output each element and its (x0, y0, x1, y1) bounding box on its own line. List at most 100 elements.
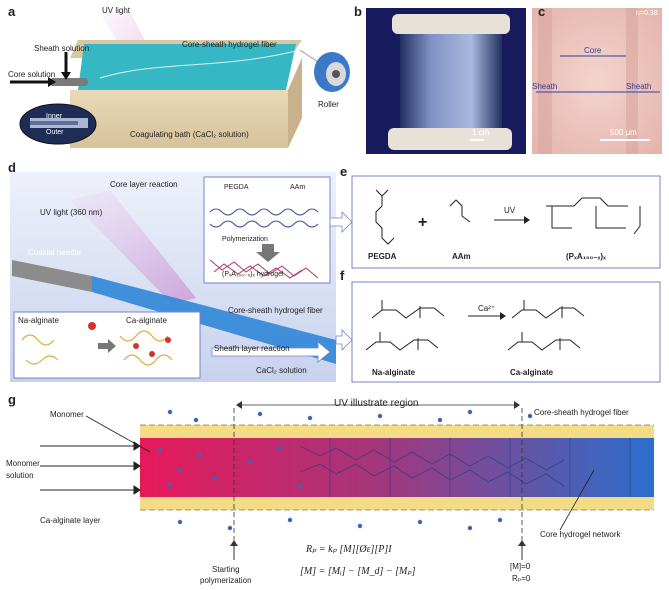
uv-reaction-arrowhead (524, 216, 530, 224)
arrow-d-to-e (329, 211, 353, 233)
outer-label: Outer (46, 129, 64, 136)
monomer-leader (85, 415, 151, 453)
inner-label: Inner (46, 113, 62, 120)
panel-letter-d: d (8, 160, 16, 175)
monomer-dot (157, 447, 163, 453)
aam-label-e: AAm (452, 252, 471, 261)
bath-water (78, 44, 296, 90)
monomer-dot (467, 409, 473, 415)
uv-label-e: UV (504, 206, 516, 215)
monomer-dot (197, 452, 203, 458)
sheath-left-label: Sheath (532, 82, 558, 91)
bath-label: Coagulating bath (CaCl₂ solution) (130, 130, 249, 139)
needle-label: Coaxial needle (28, 248, 81, 257)
starting-label: Starting polymerization (200, 565, 252, 585)
sheath-reaction-arrow (211, 341, 331, 363)
ca-alginate-f-label: Ca-alginate (510, 368, 554, 377)
monomer-dot (307, 415, 313, 421)
core-network (299, 438, 631, 497)
rp-zero-label: Rₚ=0 (512, 574, 531, 583)
roller-axle (332, 70, 340, 78)
spool-fiber (400, 34, 502, 130)
monomer-dot (247, 459, 253, 465)
panel-letter-e: e (340, 164, 348, 179)
ca-chains (119, 330, 173, 366)
monomer-dot (377, 413, 383, 419)
bath-side (288, 58, 302, 148)
roller-label: Roller (318, 100, 339, 109)
monomer-dot (417, 519, 423, 525)
core-gradient (140, 438, 654, 497)
network-label: Core hydrogel network (540, 530, 621, 539)
monomer-dot (257, 411, 263, 417)
ca-alginate-structure (507, 300, 585, 351)
panel-letter-b: b (354, 4, 362, 19)
inlet-arrowhead (133, 461, 141, 471)
fiber-d-label: Core-sheath hydrogel fiber (228, 306, 323, 315)
monomer-dot (277, 445, 283, 451)
uv-region-label: UV illustrate region (334, 398, 419, 409)
ca-layer-label: Ca-alginate layer (40, 516, 101, 525)
polymerization-inset (203, 176, 331, 284)
uv-light-d-label: UV light (360 nm) (40, 208, 103, 217)
panel-f-border (351, 281, 661, 383)
uv-light-label: UV light (102, 6, 131, 15)
pegda-structure (375, 189, 395, 245)
monomer-dot (227, 525, 233, 531)
inlet-arrows (40, 441, 141, 495)
sheath-solution-label: Sheath solution (34, 44, 90, 53)
aam-structure (449, 199, 471, 223)
panel-letter-a: a (8, 4, 16, 19)
na-alginate-structure (365, 300, 445, 351)
uv-region-arrowhead-right (514, 401, 520, 409)
spool-top (392, 14, 510, 34)
nozzle (50, 78, 88, 86)
panel-a (10, 12, 350, 148)
monomer-dot (167, 409, 173, 415)
scale-label-c: 500 μm (610, 128, 637, 137)
fiber-g-label: Core-sheath hydrogel fiber (534, 408, 629, 417)
ca-ion-dot (133, 343, 139, 349)
ca-ion-dot (165, 337, 171, 343)
panel-c-micrograph (532, 8, 662, 154)
na-chains (21, 334, 59, 365)
micro-bg (532, 8, 662, 154)
sheath-right-label: Sheath (626, 82, 652, 91)
uv-region-arrowhead-left (236, 401, 242, 409)
monomer-dot (497, 517, 503, 523)
na-alginate-d-label: Na-alginate (18, 316, 59, 325)
ca-ion-label: Ca²⁺ (478, 304, 496, 313)
panel-letter-f: f (340, 268, 345, 283)
monomer-dot (297, 483, 303, 489)
panel-b-photo (366, 8, 526, 154)
coaxial-needle (12, 260, 92, 292)
start-pointer-head (230, 540, 238, 546)
na-alginate-f-label: Na-alginate (372, 368, 416, 377)
plus-sign: + (418, 214, 428, 231)
panel-d (10, 172, 336, 382)
monomer-dot (467, 525, 473, 531)
ca-ion-dot (149, 351, 155, 357)
arrow-d-to-f (335, 329, 353, 351)
bath-front (70, 90, 288, 148)
hydrogel-label: (PₓA₁₀₀₋ₓ)ₓ hydrogel (222, 271, 284, 278)
fiber-label-a: Core-sheath hydrogel fiber (182, 40, 277, 49)
uv-beam-d (70, 190, 196, 304)
monomer-dot (212, 475, 218, 481)
ca-alginate-d-label: Ca-alginate (126, 316, 167, 325)
sheath-band-right (626, 8, 638, 154)
cacl2-label: CaCl₂ solution (256, 366, 307, 375)
hydrogel-net (209, 259, 319, 279)
monomer-solution-label: Monomer solution (6, 459, 40, 480)
fiber-trail (99, 49, 301, 79)
spool-bottom (388, 128, 512, 150)
panel-e (351, 175, 661, 269)
sheath-layer-bottom (140, 497, 654, 510)
monomer-dot (193, 417, 199, 423)
fiber-d (92, 276, 336, 364)
monomer-dot (527, 413, 533, 419)
equation-monomer: [M] = [Mᵢ] − [M_d] − [Mₚ] (300, 566, 416, 577)
inset-needle-inner (30, 121, 78, 125)
monomer-label: Monomer (50, 410, 84, 419)
product-label-e: (PₓA₁₀₀₋ₓ)ₓ (566, 252, 606, 261)
